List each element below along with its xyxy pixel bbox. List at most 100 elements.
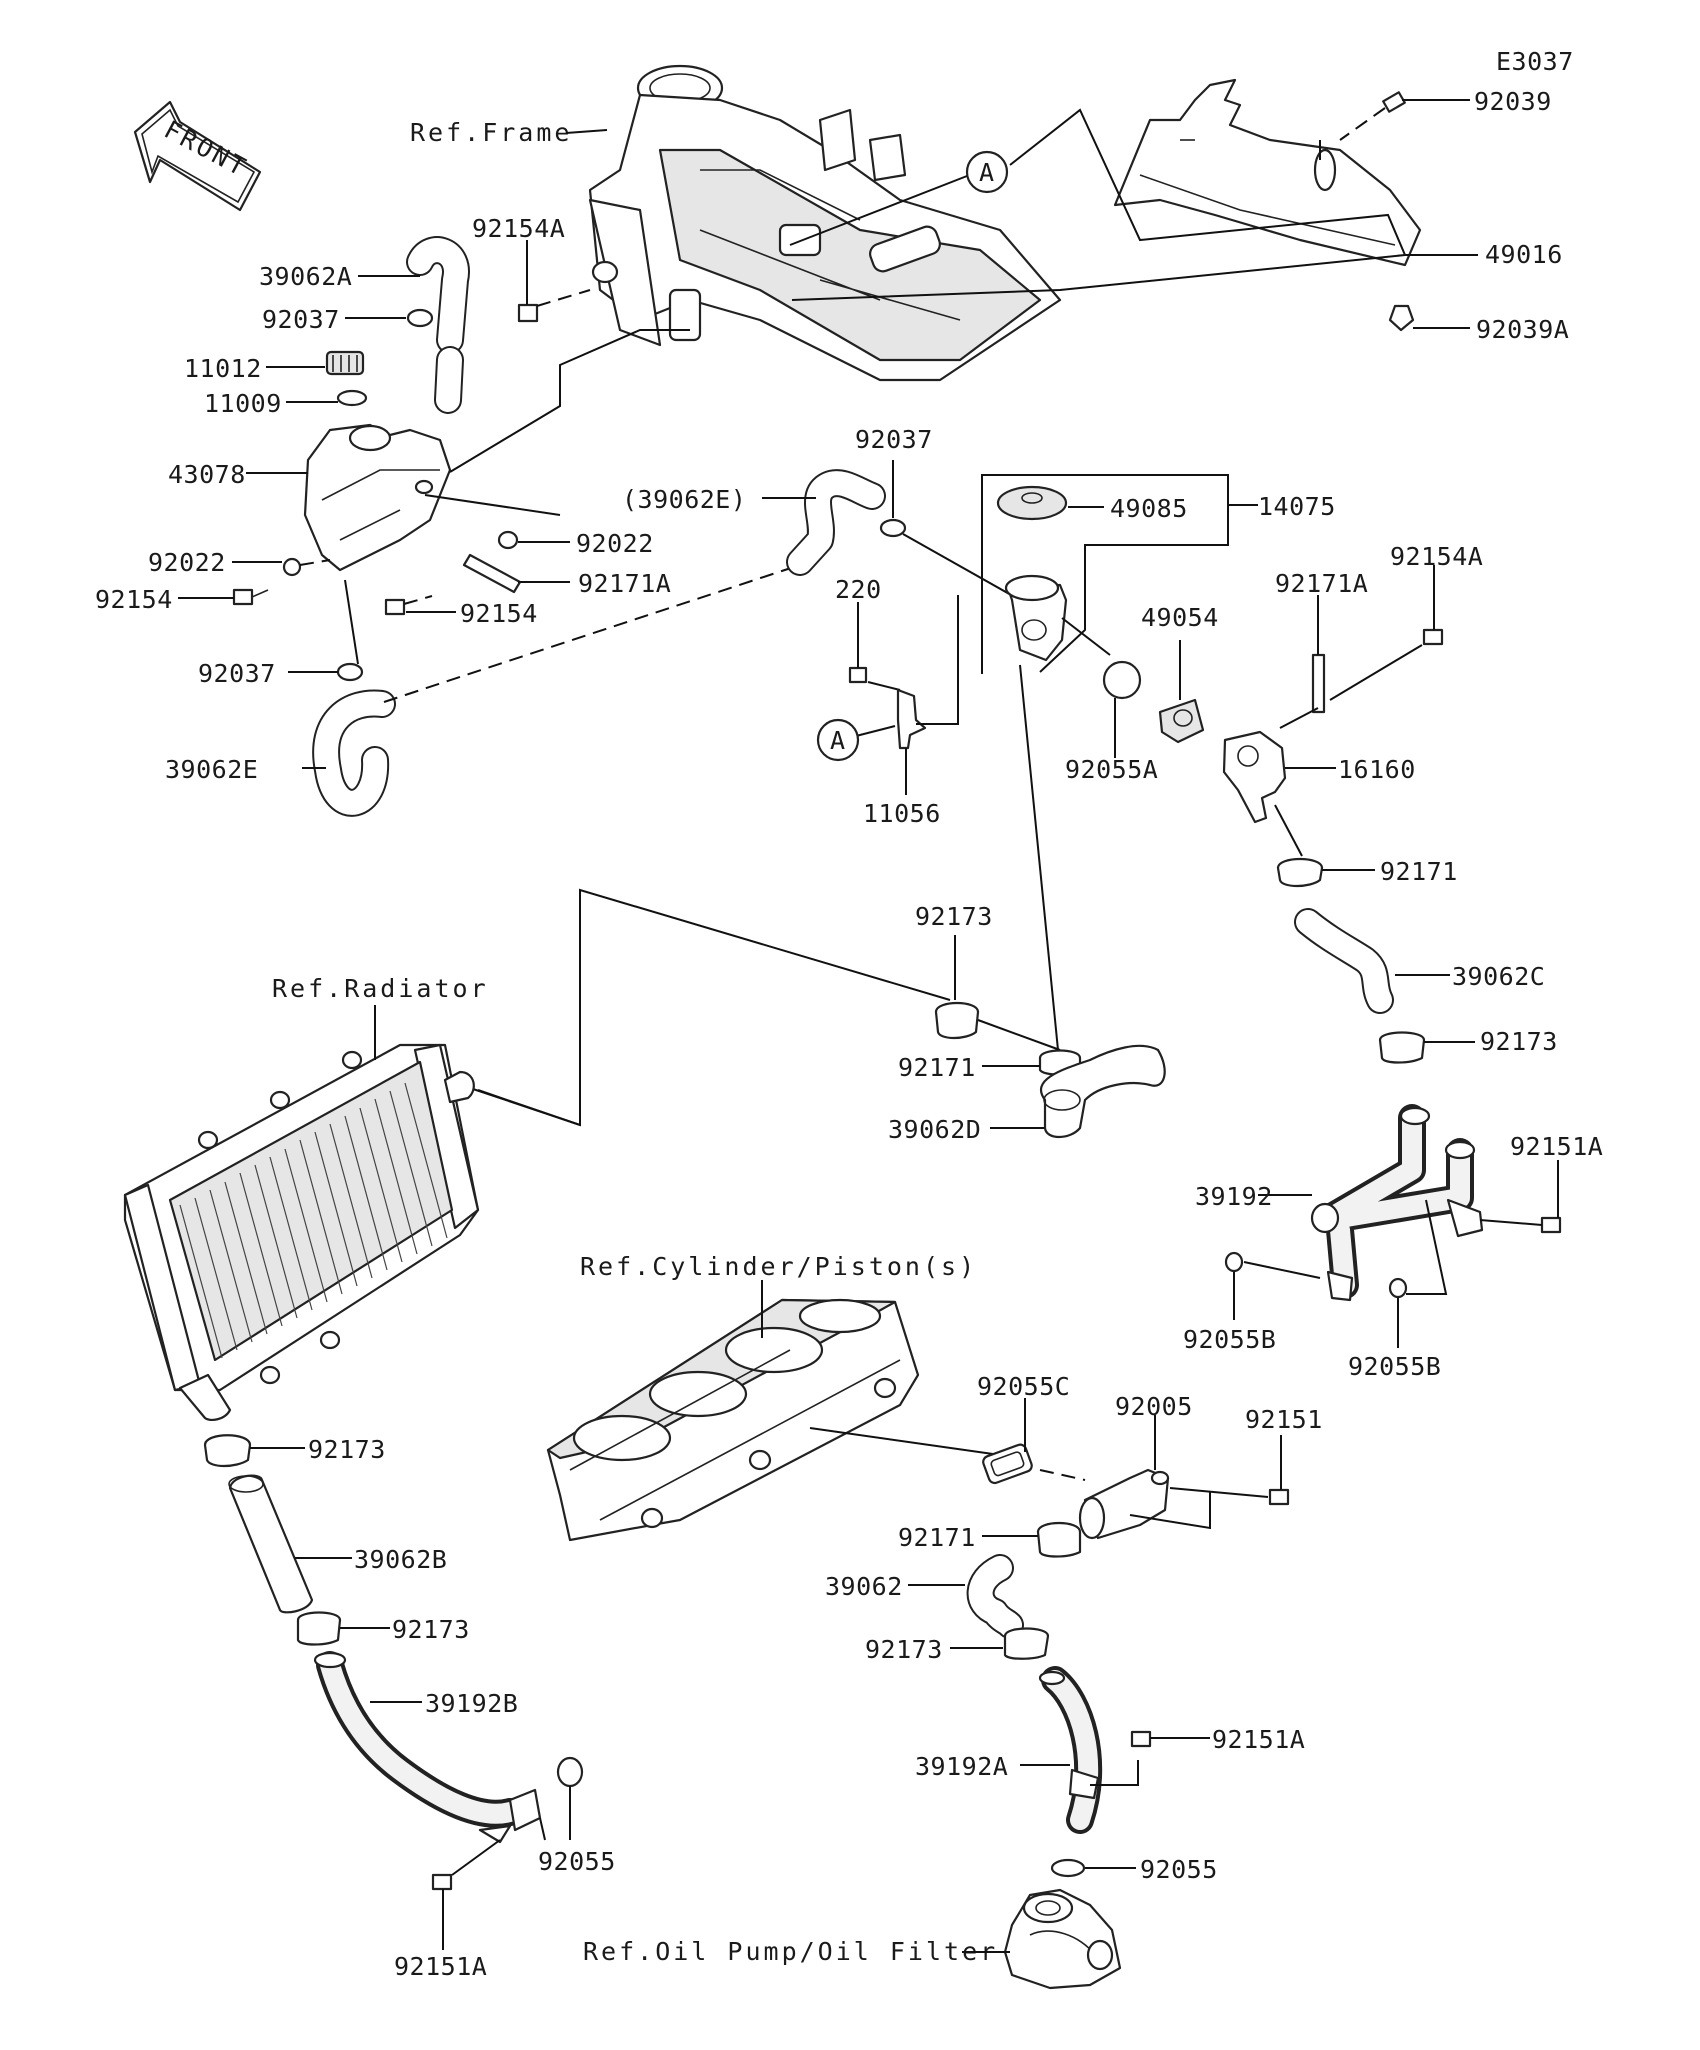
ref-cylinder-label: Ref.Cylinder/Piston(s) — [580, 1252, 977, 1281]
o-ring-92055B-right — [1388, 1199, 1448, 1348]
label-92055-low: 92055 — [1140, 1855, 1218, 1884]
label-92151A-low: 92151A — [1212, 1725, 1305, 1754]
oil-pump-housing — [1003, 1888, 1122, 1990]
hose-39062B — [228, 1474, 352, 1614]
bolt-92039 — [1339, 91, 1470, 141]
label-39062E-ref: (39062E) — [622, 485, 746, 514]
clamp-92037-a — [345, 308, 434, 328]
label-92037-a: 92037 — [262, 305, 340, 334]
label-92171-low: 92171 — [898, 1523, 976, 1552]
label-39062C: 39062C — [1452, 962, 1545, 991]
label-39062D: 39062D — [888, 1115, 981, 1144]
label-92022-left: 92022 — [148, 548, 226, 577]
bolt-220 — [848, 602, 901, 691]
filler-neck — [1004, 574, 1111, 662]
label-92154A-right: 92154A — [1390, 542, 1483, 571]
clamp-92171-mid — [982, 664, 1082, 1076]
o-ring-92055-left — [539, 1756, 584, 1841]
label-92173-low: 92173 — [865, 1635, 943, 1664]
reservoir-tank-43078 — [246, 423, 452, 572]
label-92171-right: 92171 — [1380, 857, 1458, 886]
bolt-92154-right — [384, 595, 456, 616]
bolt-92039A — [1388, 304, 1470, 332]
label-92173-mid: 92173 — [915, 902, 993, 931]
bolt-92154-left — [178, 588, 269, 606]
label-92154-right: 92154 — [460, 599, 538, 628]
hose-39062D — [990, 1044, 1166, 1139]
ref-radiator-label: Ref.Radiator — [272, 974, 489, 1003]
label-39062E: 39062E — [165, 755, 258, 784]
label-11009: 11009 — [204, 389, 282, 418]
fitting-92005 — [1039, 1415, 1170, 1540]
o-ring-92055A — [1102, 660, 1142, 758]
label-39192: 39192 — [1195, 1182, 1273, 1211]
label-39062B: 39062B — [354, 1545, 447, 1574]
bolt-92151A-low — [1130, 1730, 1210, 1748]
water-pipe-39192 — [1258, 1104, 1484, 1302]
label-43078: 43078 — [168, 460, 246, 489]
label-92055B-left: 92055B — [1183, 1325, 1276, 1354]
ref-frame-label: Ref.Frame — [410, 118, 572, 147]
hose-39062E — [302, 564, 801, 817]
frame-assembly — [588, 64, 1062, 382]
bolt-92151A-right — [1479, 1160, 1562, 1234]
clamp-92173-low — [950, 1627, 1050, 1660]
label-14075: 14075 — [1258, 492, 1336, 521]
label-11012: 11012 — [184, 354, 262, 383]
band-92171A-right — [1279, 595, 1326, 729]
clamp-92173-mid — [934, 935, 980, 1040]
clamp-92173-left-2 — [296, 1611, 390, 1646]
label-92055B-right: 92055B — [1348, 1352, 1441, 1381]
label-92173-right: 92173 — [1480, 1027, 1558, 1056]
band-92171A-left — [462, 553, 570, 594]
washer-92022-left — [232, 557, 331, 577]
label-39062A: 39062A — [259, 262, 352, 291]
bolt-92151A-bottom-left — [431, 1839, 501, 1950]
bolt-92154A-top — [517, 240, 591, 323]
o-ring-92055B-left — [1224, 1251, 1321, 1320]
bolt-92151 — [1129, 1435, 1290, 1530]
label-92055-left: 92055 — [538, 1847, 616, 1876]
label-92171-mid: 92171 — [898, 1053, 976, 1082]
label-39192B: 39192B — [425, 1689, 518, 1718]
callout-a-top: A — [789, 150, 1009, 246]
pipe-39192A — [1020, 1666, 1139, 1834]
ref-oil-pump-label: Ref.Oil Pump/Oil Filter — [583, 1937, 998, 1966]
clamp-92037-c — [879, 460, 1021, 601]
label-92173-left-1: 92173 — [308, 1435, 386, 1464]
label-39192A: 39192A — [915, 1752, 1008, 1781]
clamp-92173-right — [1378, 1031, 1475, 1064]
hose-39062E-upper — [762, 469, 886, 576]
hose-39062C — [1294, 908, 1450, 1014]
label-92151A-bottom-left: 92151A — [394, 1952, 487, 1981]
reservoir-cap-11012 — [266, 350, 365, 376]
svg-text:A: A — [830, 726, 846, 755]
gasket-92055C — [982, 1398, 1033, 1485]
bracket-11056 — [855, 595, 959, 795]
thermostat-cover-16160 — [1222, 730, 1336, 824]
label-92005: 92005 — [1115, 1392, 1193, 1421]
label-92039A: 92039A — [1476, 315, 1569, 344]
o-ring-92055-low — [1050, 1858, 1136, 1878]
label-92039: 92039 — [1474, 87, 1552, 116]
label-92173-left-2: 92173 — [392, 1615, 470, 1644]
label-92055C: 92055C — [977, 1372, 1070, 1401]
hose-39062 — [908, 1554, 1024, 1639]
label-92154-left: 92154 — [95, 585, 173, 614]
label-92151A-right: 92151A — [1510, 1132, 1603, 1161]
label-39062: 39062 — [825, 1572, 903, 1601]
washer-92022-right — [497, 530, 570, 550]
gasket-11009 — [286, 389, 368, 407]
diagram-code: E3037 — [1496, 47, 1574, 76]
label-11056: 11056 — [863, 799, 941, 828]
label-92022-right: 92022 — [576, 529, 654, 558]
bolt-92154A-right — [1329, 565, 1444, 701]
label-49054: 49054 — [1141, 603, 1219, 632]
svg-text:A: A — [979, 158, 995, 187]
label-92154A-top: 92154A — [472, 214, 565, 243]
label-92151: 92151 — [1245, 1405, 1323, 1434]
clamp-92173-left-1 — [203, 1434, 305, 1468]
label-49085: 49085 — [1110, 494, 1188, 523]
